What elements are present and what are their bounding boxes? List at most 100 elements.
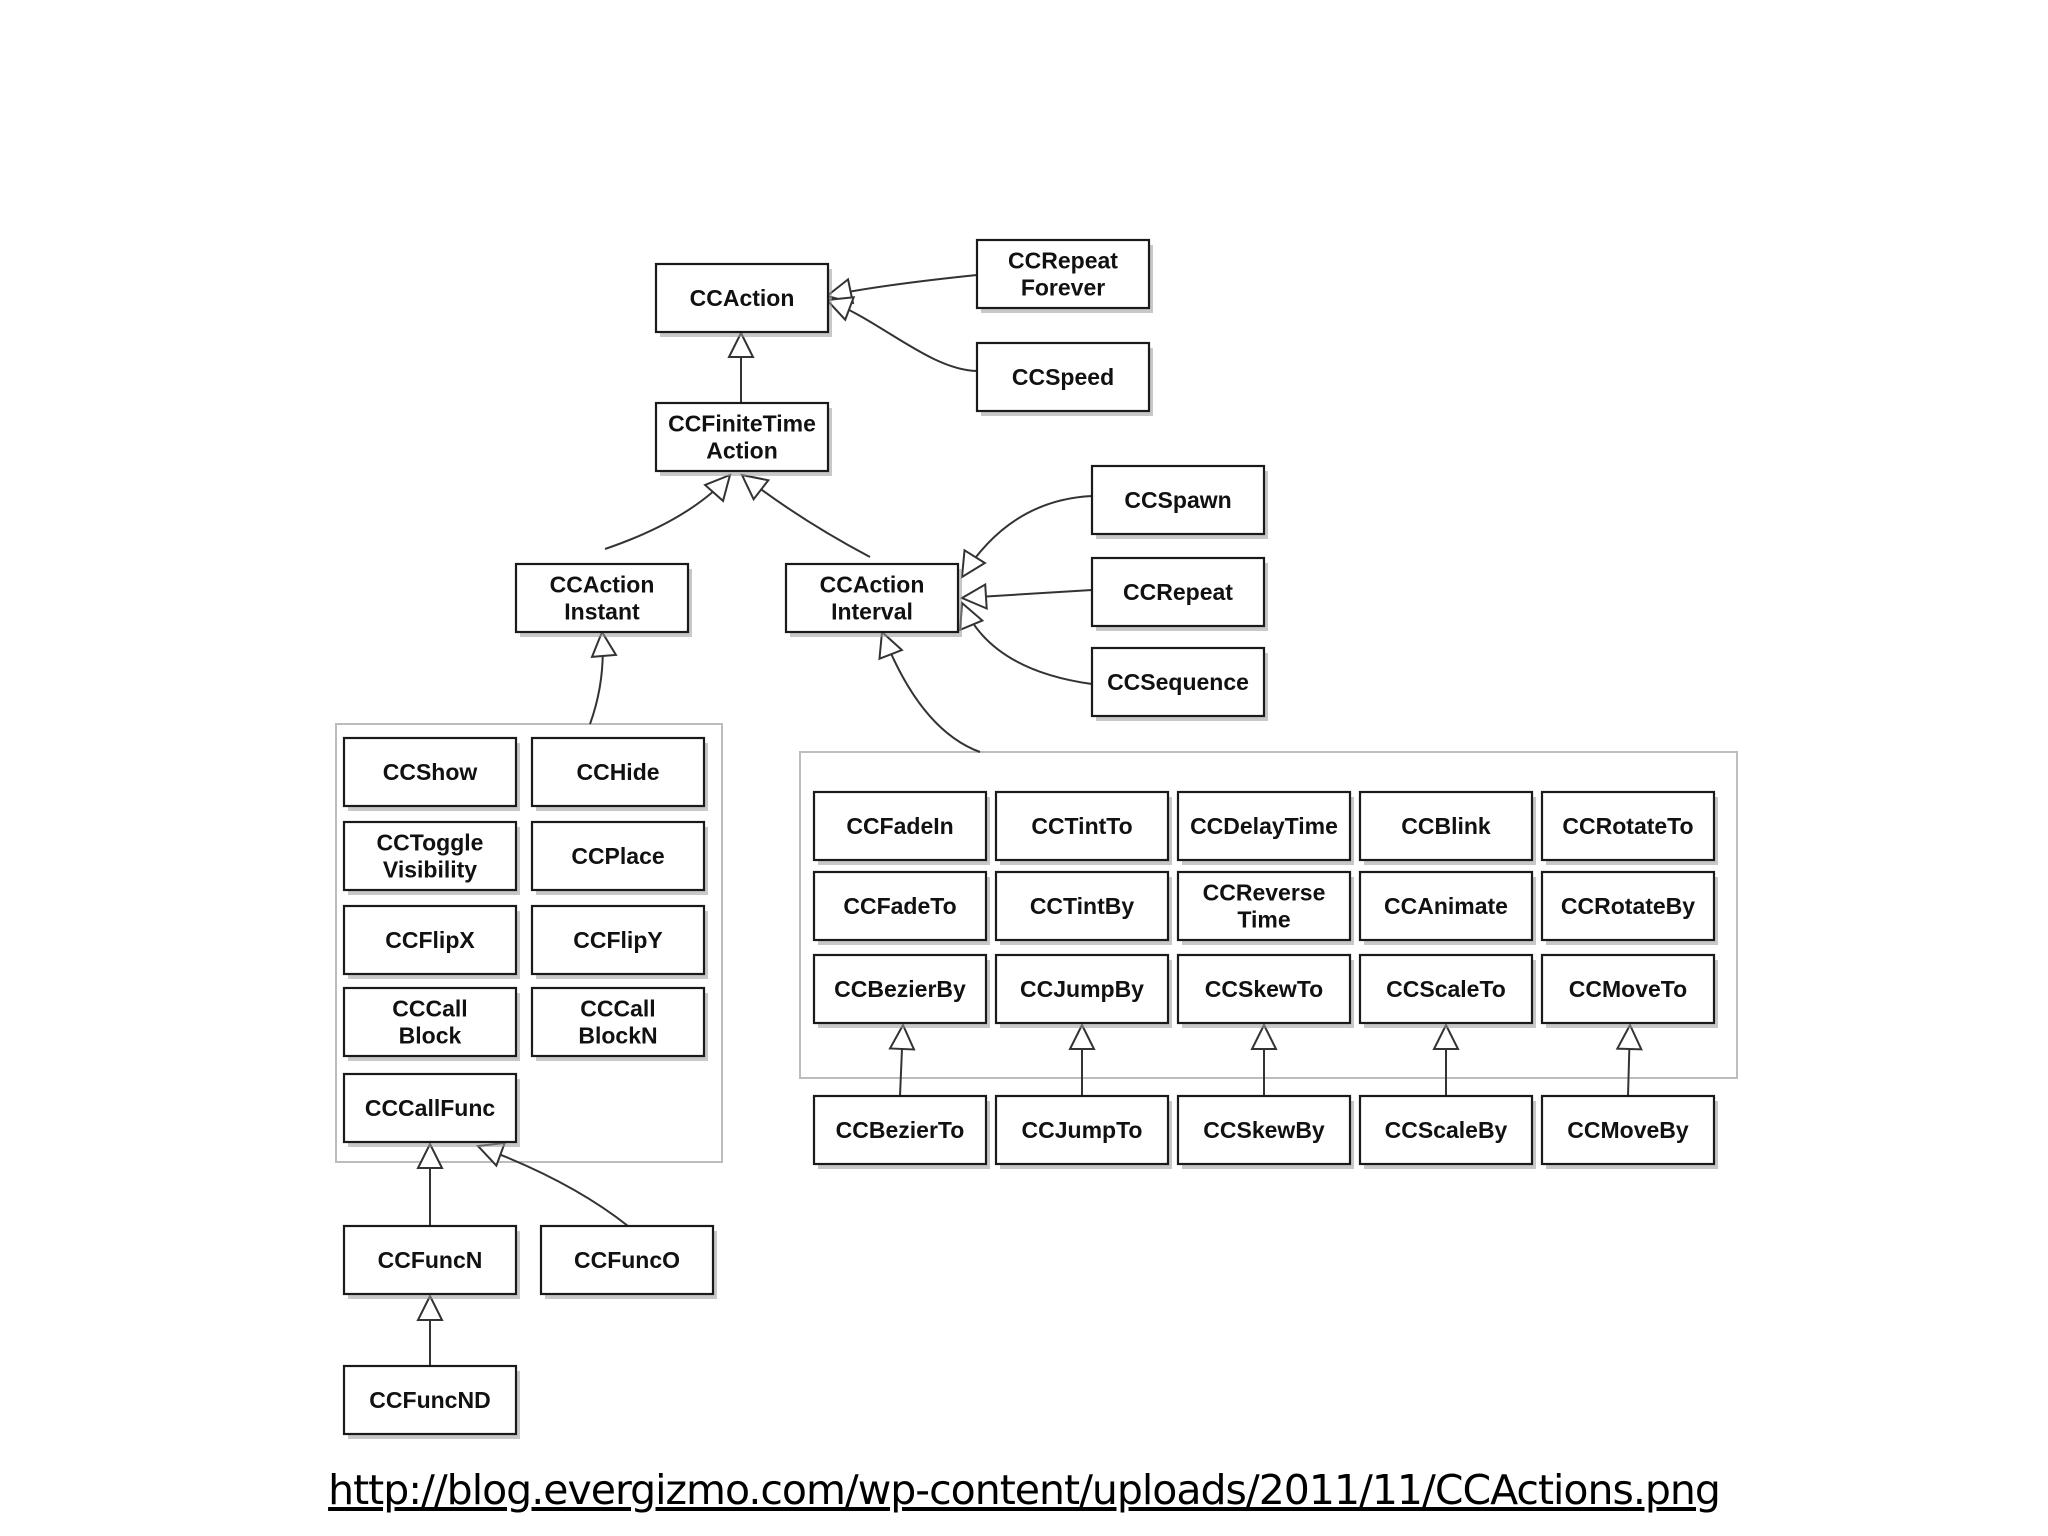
node-label: CCFiniteTime xyxy=(668,411,816,437)
class-node-CCAnimate: CCAnimate xyxy=(1358,870,1536,945)
inheritance-edge-CCFuncO-to-CCCallFunc xyxy=(477,1145,629,1227)
node-box xyxy=(1176,790,1352,862)
node-box xyxy=(342,1364,518,1436)
class-node-CCBezierTo: CCBezierTo xyxy=(812,1094,990,1169)
node-label: CCMoveBy xyxy=(1567,1117,1689,1143)
node-box xyxy=(342,904,518,976)
class-node-CCJumpTo: CCJumpTo xyxy=(994,1094,1172,1169)
generalization-arrow-icon xyxy=(1250,1022,1278,1050)
node-box xyxy=(812,870,988,942)
node-label: CCFlipX xyxy=(385,927,475,953)
node-label: Action xyxy=(706,438,778,464)
generalization-arrow-icon xyxy=(888,1022,916,1051)
node-box xyxy=(654,262,830,334)
node-label: CCRepeat xyxy=(1008,248,1118,274)
class-node-CCFuncND: CCFuncND xyxy=(342,1364,520,1439)
node-label: CCRepeat xyxy=(1123,579,1233,605)
class-node-CCSpeed: CCSpeed xyxy=(975,341,1153,416)
node-box xyxy=(994,953,1170,1025)
generalization-arrow-icon xyxy=(959,582,988,611)
class-node-CCSkewTo: CCSkewTo xyxy=(1176,953,1354,1028)
node-box xyxy=(342,1224,518,1296)
node-box xyxy=(530,820,706,892)
generalization-arrow-icon xyxy=(824,296,856,322)
node-label: CCJumpBy xyxy=(1020,976,1144,1002)
generalization-arrow-icon xyxy=(590,629,618,659)
class-node-CCMoveTo: CCMoveTo xyxy=(1540,953,1718,1028)
node-label: CCBezierTo xyxy=(836,1117,965,1143)
instant-group-frame xyxy=(335,723,723,1163)
node-box xyxy=(994,870,1170,942)
class-node-CCTintTo: CCTintTo xyxy=(994,790,1172,865)
node-label: Forever xyxy=(1021,275,1105,301)
generalization-arrow-icon xyxy=(727,330,755,358)
node-box xyxy=(530,904,706,976)
node-label: CCAction xyxy=(550,572,655,598)
node-label: CCAnimate xyxy=(1384,893,1508,919)
class-node-CCTintBy: CCTintBy xyxy=(994,870,1172,945)
generalization-arrow-icon xyxy=(416,1141,444,1169)
node-box xyxy=(994,790,1170,862)
class-node-CCJumpBy: CCJumpBy xyxy=(994,953,1172,1028)
node-label: CCJumpTo xyxy=(1022,1117,1143,1143)
node-box xyxy=(812,1094,988,1166)
node-label: CCRotateTo xyxy=(1562,813,1693,839)
node-box xyxy=(1176,870,1352,942)
node-box xyxy=(784,562,960,634)
node-box xyxy=(975,238,1151,310)
node-label: Block xyxy=(399,1023,462,1049)
class-node-CCFuncN: CCFuncN xyxy=(342,1224,520,1299)
node-box xyxy=(1540,953,1716,1025)
generalization-arrow-icon xyxy=(740,473,771,502)
node-box xyxy=(1540,1094,1716,1166)
node-box xyxy=(812,953,988,1025)
class-node-CCFadeTo: CCFadeTo xyxy=(812,870,990,945)
node-label: CCShow xyxy=(383,759,478,785)
generalization-arrow-icon xyxy=(878,629,904,661)
node-label: Visibility xyxy=(383,857,477,883)
node-label: CCFuncO xyxy=(574,1247,680,1273)
node-label: CCScaleTo xyxy=(1386,976,1506,1002)
class-node-CCRotateTo: CCRotateTo xyxy=(1540,790,1718,865)
node-box xyxy=(530,736,706,808)
node-label: CCScaleBy xyxy=(1385,1117,1508,1143)
node-label: CCToggle xyxy=(377,830,484,856)
class-node-CCFadeIn: CCFadeIn xyxy=(812,790,990,865)
node-box xyxy=(1090,646,1266,718)
class-node-CCScaleBy: CCScaleBy xyxy=(1358,1094,1536,1169)
node-label: CCSpawn xyxy=(1124,487,1231,513)
node-label: Instant xyxy=(564,599,640,625)
class-node-CCHide: CCHide xyxy=(530,736,708,811)
node-box xyxy=(654,401,830,473)
node-label: CCMoveTo xyxy=(1569,976,1687,1002)
generalization-arrow-icon xyxy=(703,473,732,503)
node-label: CCTintBy xyxy=(1030,893,1135,919)
node-label: CCHide xyxy=(576,759,659,785)
source-url-link[interactable]: http://blog.evergizmo.com/wp-content/upl… xyxy=(328,1466,1721,1514)
node-label: CCSequence xyxy=(1107,669,1249,695)
generalization-arrow-icon xyxy=(959,600,985,632)
node-box xyxy=(1358,790,1534,862)
node-label: CCFuncND xyxy=(369,1387,490,1413)
node-label: Time xyxy=(1237,907,1290,933)
node-box xyxy=(530,986,706,1058)
class-node-CCCallFunc: CCCallFunc xyxy=(342,1072,520,1147)
node-label: CCTintTo xyxy=(1031,813,1132,839)
class-node-CCFlipY: CCFlipY xyxy=(530,904,708,979)
node-label: CCFadeIn xyxy=(846,813,953,839)
generalization-arrow-icon xyxy=(1615,1022,1643,1051)
generalization-arrow-icon xyxy=(1432,1022,1460,1050)
node-box xyxy=(1090,464,1266,536)
node-label: CCBezierBy xyxy=(834,976,966,1002)
node-label: Interval xyxy=(831,599,913,625)
node-label: CCPlace xyxy=(571,843,664,869)
node-box xyxy=(1176,1094,1352,1166)
generalization-arrow-icon xyxy=(1068,1022,1096,1050)
node-label: CCDelayTime xyxy=(1190,813,1338,839)
interval-group-frame xyxy=(799,751,1738,1079)
node-label: CCFadeTo xyxy=(843,893,956,919)
